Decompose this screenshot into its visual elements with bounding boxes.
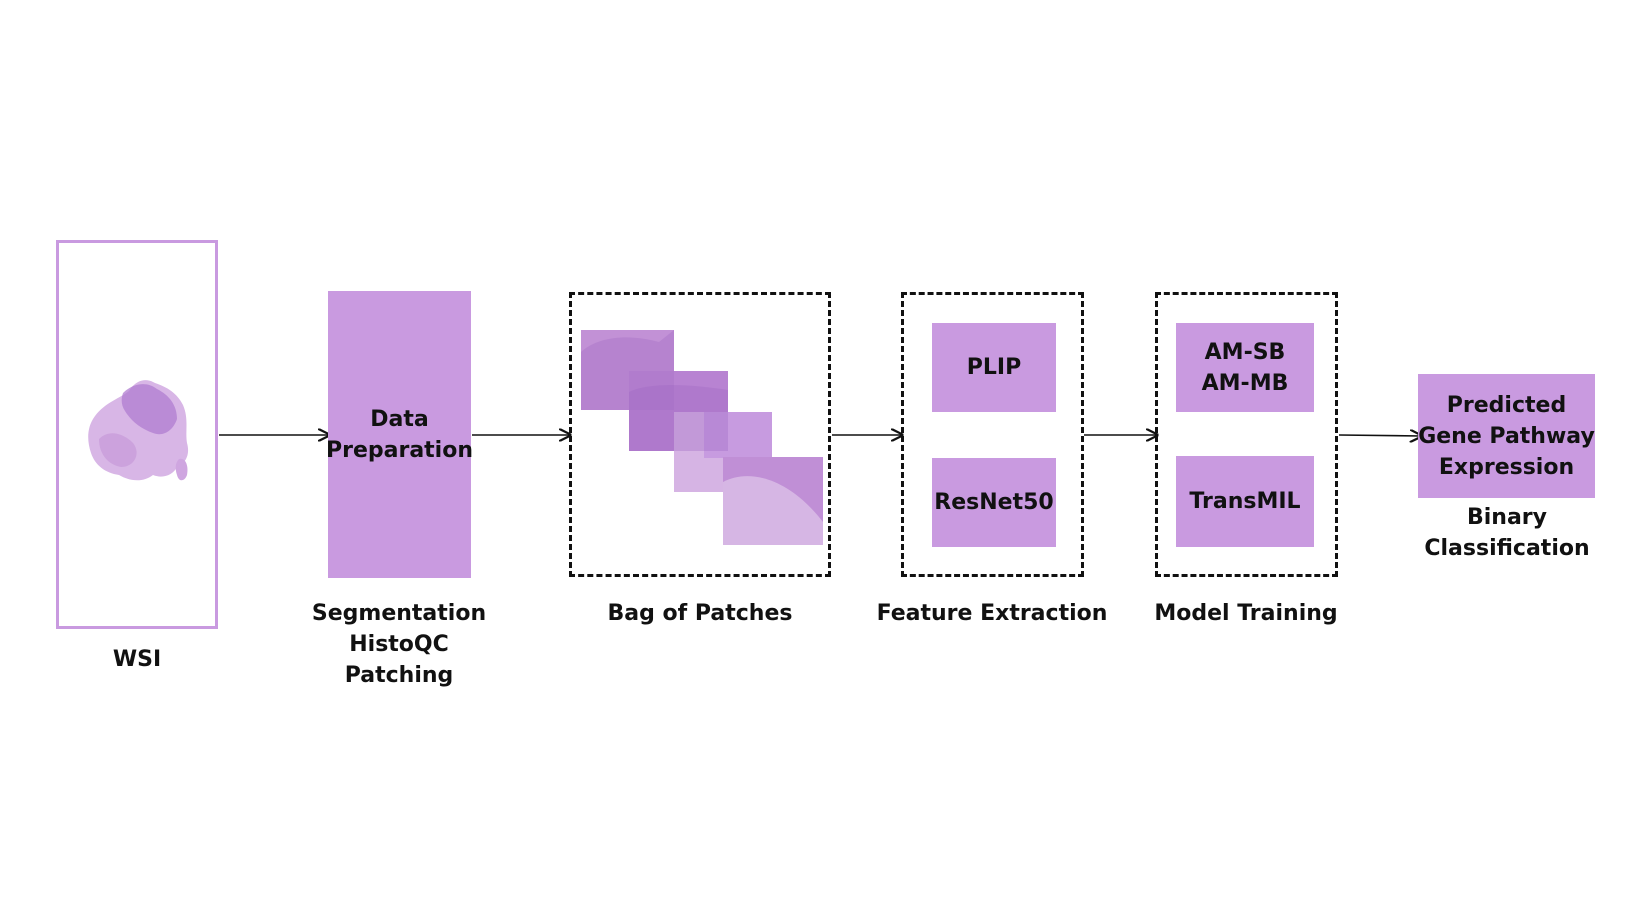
- plip-model-box: PLIP: [932, 323, 1056, 412]
- am-mb-label: AM-MB: [1201, 370, 1289, 396]
- feature-extraction-caption: Feature Extraction: [876, 601, 1108, 626]
- bag-of-patches-box: [569, 292, 831, 577]
- transmil-model-box: TransMIL: [1176, 456, 1314, 547]
- wsi-label: WSI: [112, 647, 162, 672]
- am-models-box: AM-SB AM-MB: [1176, 323, 1314, 412]
- wsi-tissue-image: [88, 380, 189, 481]
- data-preparation-box: Data Preparation: [325, 291, 474, 578]
- caption-classification: Classification: [1424, 536, 1590, 561]
- model-training-box: [1155, 292, 1338, 577]
- caption-binary: Binary: [1466, 505, 1548, 530]
- patch-5: [723, 457, 823, 545]
- data-preparation-caption: Segmentation HistoQC Patching: [312, 598, 486, 691]
- patch-4: [704, 412, 772, 458]
- output-line-2: Gene Pathway: [1418, 423, 1595, 449]
- caption-patching: Patching: [344, 663, 454, 688]
- model-training-caption: Model Training: [1154, 601, 1338, 626]
- am-sb-label: AM-SB: [1204, 339, 1286, 365]
- feature-extraction-box: [901, 292, 1084, 577]
- output-line-3: Expression: [1438, 454, 1575, 480]
- output-line-1: Predicted: [1446, 392, 1567, 418]
- caption-histoqc: HistoQC: [349, 632, 449, 657]
- wsi-slide: [56, 240, 218, 629]
- patch-images: [581, 330, 823, 545]
- output-caption: Binary Classification: [1424, 502, 1589, 564]
- data-preparation-line-1: Data: [370, 406, 429, 432]
- resnet50-model-box: ResNet50: [932, 458, 1056, 547]
- data-preparation-line-2: Preparation: [325, 437, 474, 463]
- output-prediction-box: Predicted Gene Pathway Expression: [1418, 374, 1595, 498]
- bag-of-patches-caption: Bag of Patches: [607, 601, 793, 626]
- arrow-training-to-output: [1338, 435, 1421, 436]
- caption-segmentation: Segmentation: [311, 601, 487, 626]
